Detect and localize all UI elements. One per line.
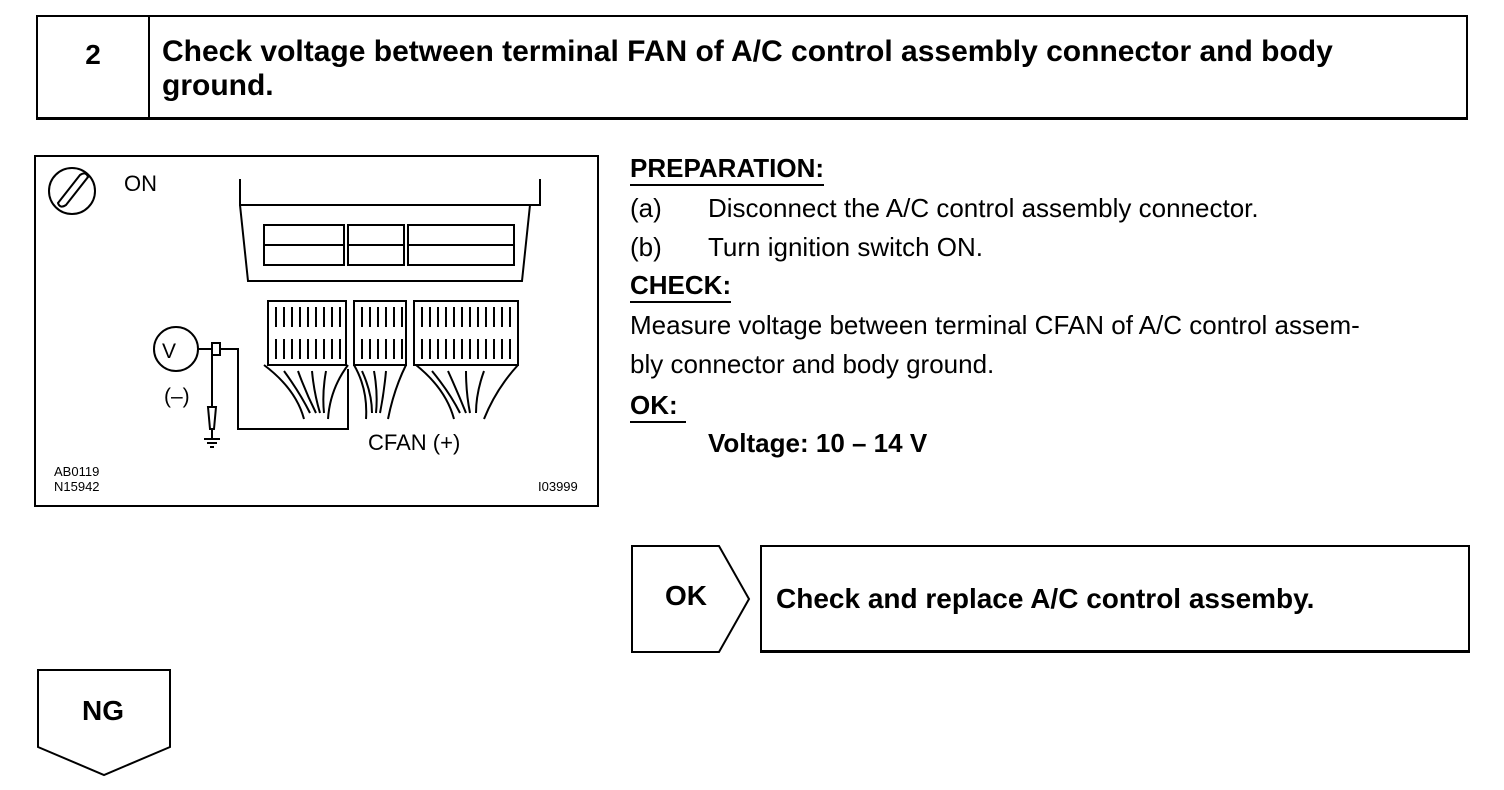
- connector-illustration: [48, 167, 541, 448]
- connector-housing: [239, 179, 541, 282]
- figure-code-3: I03999: [538, 479, 578, 494]
- ng-arrow-tab: [37, 669, 171, 777]
- step-number: 2: [38, 17, 150, 117]
- prep-item-text-a: Disconnect the A/C control assembly conn…: [708, 193, 1259, 223]
- step-header: 2 Check voltage between terminal FAN of …: [36, 15, 1468, 120]
- step-title: Check voltage between terminal FAN of A/…: [162, 35, 1333, 102]
- prep-item-text-b: Turn ignition switch ON.: [708, 232, 984, 262]
- prep-item-tag-a: (a): [630, 193, 662, 223]
- ok-result-action: Check and replace A/C control assemby.: [776, 583, 1315, 614]
- check-text-line-2: bly connector and body ground.: [630, 349, 995, 379]
- wiring-figure: ON V (–) CFAN (+) AB0119 N15942 I03999: [34, 155, 599, 507]
- wire-harnesses: [263, 364, 519, 420]
- voltage-spec: Voltage: 10 – 14 V: [708, 428, 928, 458]
- ground-icon: [204, 429, 220, 448]
- preparation-heading: PREPARATION:: [630, 153, 825, 186]
- check-heading: CHECK:: [630, 270, 732, 303]
- terminal-label: CFAN (+): [368, 430, 461, 455]
- figure-code-1: AB0119: [54, 464, 100, 479]
- figure-code-2: N15942: [54, 479, 100, 494]
- prep-item-tag-b: (b): [630, 232, 662, 262]
- ignition-on-label: ON: [124, 171, 157, 196]
- ok-arrow-tab: [631, 545, 751, 653]
- connector-plugs: [267, 300, 519, 366]
- ok-result-label: OK: [665, 580, 707, 611]
- voltmeter-label: V: [162, 340, 177, 363]
- negative-probe-label: (–): [164, 385, 190, 408]
- ignition-key-icon: [48, 167, 96, 215]
- ok-heading: OK:: [630, 390, 686, 423]
- ok-result-box: Check and replace A/C control assemby.: [760, 545, 1470, 653]
- voltmeter-icon: [153, 326, 349, 430]
- ng-result-label: NG: [82, 695, 124, 726]
- check-text-line-1: Measure voltage between terminal CFAN of…: [630, 310, 1360, 340]
